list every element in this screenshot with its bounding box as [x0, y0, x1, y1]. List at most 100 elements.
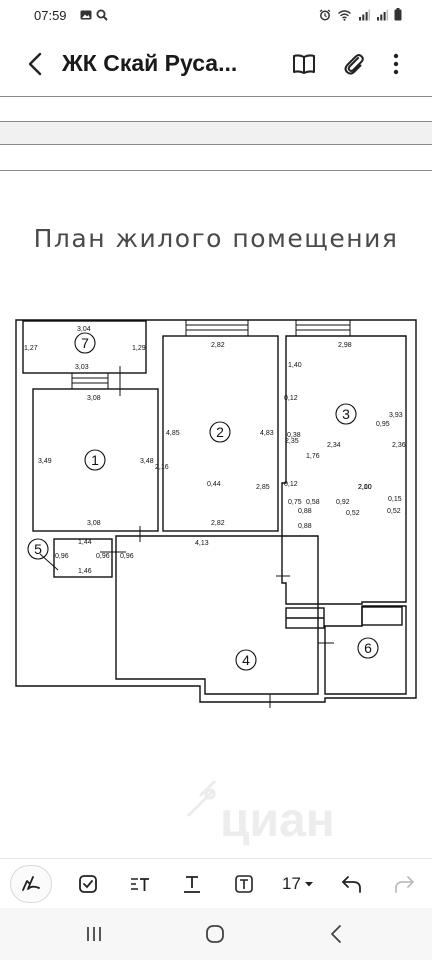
dimension-label: 4,85: [166, 430, 180, 437]
document-divider: [0, 170, 432, 171]
dimension-label: 1,27: [24, 345, 38, 352]
status-right-icons: [319, 8, 402, 21]
wifi-icon: [338, 9, 351, 21]
document-band: [0, 121, 432, 145]
dimension-label: 2,82: [211, 520, 225, 527]
dimension-label: 1,29: [132, 345, 146, 352]
search-icon: [96, 9, 108, 21]
undo-icon: [342, 876, 361, 893]
dimension-label: 0,58: [306, 499, 320, 506]
dimension-label: 1,76: [306, 453, 320, 460]
dimension-label: 1,44: [78, 539, 92, 546]
pen-icon: [22, 876, 40, 891]
redo-icon: [395, 876, 414, 893]
signal-icon: [359, 9, 370, 20]
more-options-button[interactable]: [382, 48, 410, 80]
back-button[interactable]: [18, 46, 54, 82]
outer-wall: [15, 319, 417, 703]
dimension-label: 2,00: [358, 484, 372, 491]
room-3-number: 3: [342, 406, 350, 422]
text-format-icon: [131, 878, 149, 891]
underline-text-button[interactable]: [176, 866, 208, 902]
undo-button[interactable]: [336, 866, 368, 902]
text-box-button[interactable]: [228, 866, 260, 902]
room-6-outline: [324, 605, 407, 695]
dimension-label: 1,46: [78, 568, 92, 575]
dimension-label: 4,13: [195, 540, 209, 547]
dimension-label: 2,34: [327, 442, 341, 449]
room-4-number: 4: [242, 652, 250, 668]
floor-plan: 7 1 2 3 4 5 6 3,04 1,27 1,29 3,03 3,08 3…: [15, 319, 417, 708]
dimension-label: 3,49: [38, 458, 52, 465]
dimension-label: 2,10: [358, 484, 372, 491]
gallery-icon: [80, 10, 92, 20]
window: [185, 319, 249, 337]
system-back-button[interactable]: [314, 918, 358, 950]
dimension-label: 0,12: [284, 395, 298, 402]
underline-text-icon: [184, 876, 200, 893]
text-format-button[interactable]: [124, 866, 156, 902]
font-size-value: 17: [282, 874, 301, 893]
plan-title: План жилого помещения: [33, 224, 399, 253]
dimension-label: 0,15: [388, 496, 402, 503]
status-bar: 07:59: [0, 0, 432, 32]
annotation-toolbar: 17: [0, 858, 432, 908]
room-1-number: 1: [91, 452, 99, 468]
dimension-label: 4,83: [260, 430, 274, 437]
room-7-number: 7: [81, 335, 89, 351]
dimension-label: 0,92: [336, 499, 350, 506]
dimension-label: 0,44: [207, 481, 221, 488]
room-4-outline: [115, 535, 319, 695]
dimension-label: 0,96: [55, 553, 69, 560]
dimension-label: 0,95: [376, 421, 390, 428]
dimension-label: 0,52: [346, 510, 360, 517]
dimension-label: 0,96: [120, 553, 134, 560]
system-nav-bar: [0, 908, 432, 960]
pen-tool-button[interactable]: [10, 865, 52, 903]
dimension-label: 3,08: [87, 395, 101, 402]
status-left-icons: [80, 9, 108, 21]
dimension-label: 2,82: [211, 342, 225, 349]
chevron-down-icon: [304, 882, 313, 887]
dimension-label: 3,04: [77, 326, 91, 333]
dimension-label: 1,40: [288, 362, 302, 369]
signal-icon: [377, 9, 388, 20]
watermark-text: циан: [220, 794, 335, 846]
window: [71, 372, 109, 390]
checkbox-tool-button[interactable]: [72, 866, 104, 902]
dimension-label: 0,88: [298, 508, 312, 515]
room-3-outline: [281, 335, 407, 605]
dimension-label: 0,75: [288, 499, 302, 506]
document-viewer[interactable]: План жилого помещения: [0, 96, 432, 858]
room-2-number: 2: [216, 424, 224, 440]
home-button[interactable]: [193, 918, 237, 950]
dimension-label: 0,96: [96, 553, 110, 560]
back-arrow-icon: [28, 52, 42, 76]
home-icon: [206, 925, 224, 943]
watermark-logo: циан: [186, 779, 335, 846]
attach-button[interactable]: [338, 48, 370, 80]
alarm-icon: [319, 8, 331, 20]
dimension-label: 0,38: [287, 432, 301, 439]
battery-icon: [394, 8, 402, 21]
dimension-label: 3,48: [140, 458, 154, 465]
reading-mode-button[interactable]: [288, 48, 320, 80]
more-vertical-icon: [393, 53, 399, 75]
recent-apps-icon: [87, 927, 101, 941]
text-box-icon: [235, 875, 253, 893]
dimension-label: 2,35: [285, 438, 299, 445]
checkbox-icon: [79, 875, 97, 893]
recent-apps-button[interactable]: [72, 918, 116, 950]
font-size-selector[interactable]: 17: [278, 866, 318, 902]
document-title: ЖК Скай Руса...: [62, 50, 238, 76]
dimension-label: 0,12: [284, 481, 298, 488]
document-divider: [0, 96, 432, 97]
dimension-label: 3,93: [389, 412, 403, 419]
paperclip-icon: [344, 54, 364, 75]
status-time: 07:59: [34, 8, 67, 23]
dimension-label: 2,16: [155, 464, 169, 471]
book-icon: [293, 54, 315, 74]
niche-outline: [361, 606, 403, 626]
room-5-outline: [53, 538, 113, 578]
redo-button[interactable]: [388, 866, 420, 902]
